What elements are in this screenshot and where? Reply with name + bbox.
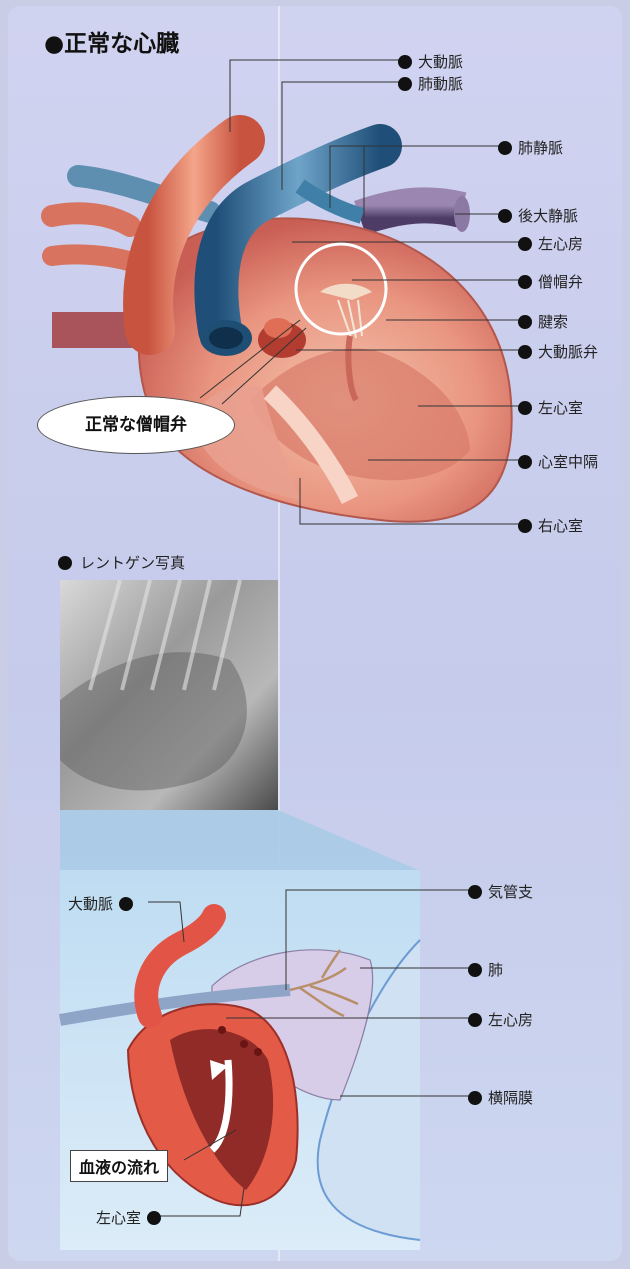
pa-branch [300, 186, 362, 216]
label-dot [498, 209, 512, 223]
xray-label-left-ventricle-text: 左心室 [96, 1209, 141, 1227]
aortic-valve-inner [264, 318, 292, 338]
xray-label-left-atrium: 左心房 [468, 1009, 533, 1030]
mitral-valve-callout: 正常な僧帽弁 [37, 396, 235, 454]
xray-label-lung-text: 肺 [488, 961, 503, 979]
label-posterior-vena-cava-text: 後大静脈 [518, 207, 578, 225]
label-pulmonary-artery-text: 肺動脈 [418, 75, 463, 93]
xray-label-aorta: 大動脈 [68, 893, 133, 914]
label-dot [518, 519, 532, 533]
label-dot [518, 237, 532, 251]
label-aortic-valve: 大動脈弁 [518, 341, 598, 362]
label-mitral-valve: 僧帽弁 [518, 271, 583, 292]
label-dot [398, 55, 412, 69]
xray-label-left-ventricle: 左心室 [96, 1207, 161, 1228]
blood-flow-label: 血液の流れ [70, 1150, 168, 1182]
zoom-projection [60, 810, 418, 870]
label-dot [518, 401, 532, 415]
label-aorta: 大動脈 [398, 51, 463, 72]
label-dot [518, 315, 532, 329]
label-dot [518, 275, 532, 289]
label-septum-text: 心室中隔 [538, 453, 598, 471]
label-dot [147, 1211, 161, 1225]
vena-cava-shape [360, 205, 462, 218]
xray-label-bronchus-text: 気管支 [488, 883, 533, 901]
label-chordae-text: 腱索 [538, 313, 568, 331]
label-septum: 心室中隔 [518, 451, 598, 472]
label-right-ventricle-text: 右心室 [538, 517, 583, 535]
label-mitral-valve-text: 僧帽弁 [538, 273, 583, 291]
label-posterior-vena-cava: 後大静脈 [498, 205, 578, 226]
xray-heading: レントゲン写真 [58, 552, 185, 573]
label-dot [119, 897, 133, 911]
label-dot [498, 141, 512, 155]
label-pulmonary-vein: 肺静脈 [498, 137, 563, 158]
label-dot [398, 77, 412, 91]
xray-label-diaphragm: 横隔膜 [468, 1087, 533, 1108]
xray-label-left-atrium-text: 左心房 [488, 1011, 533, 1029]
xray-vessel-dot-1 [218, 1026, 226, 1034]
label-pulmonary-artery: 肺動脈 [398, 73, 463, 94]
label-right-ventricle: 右心室 [518, 515, 583, 536]
xray-vessel-dot-2 [240, 1040, 248, 1048]
label-dot [468, 963, 482, 977]
label-dot [468, 1013, 482, 1027]
label-pulmonary-vein-text: 肺静脈 [518, 139, 563, 157]
xray-label-diaphragm-text: 横隔膜 [488, 1089, 533, 1107]
xray-label-bronchus: 気管支 [468, 881, 533, 902]
label-left-ventricle-text: 左心室 [538, 399, 583, 417]
xray-heading-text: レントゲン写真 [80, 554, 185, 572]
label-dot [518, 455, 532, 469]
label-aorta-text: 大動脈 [418, 53, 463, 71]
label-left-atrium-text: 左心房 [538, 235, 583, 253]
label-dot [468, 885, 482, 899]
label-dot [518, 345, 532, 359]
label-aortic-valve-text: 大動脈弁 [538, 343, 598, 361]
label-chordae: 腱索 [518, 311, 568, 332]
label-left-atrium: 左心房 [518, 233, 583, 254]
xray-label-aorta-text: 大動脈 [68, 895, 113, 913]
label-dot [468, 1091, 482, 1105]
label-left-ventricle: 左心室 [518, 397, 583, 418]
xray-label-lung: 肺 [468, 959, 503, 980]
heading-dot [58, 556, 72, 570]
xray-vessel-dot-3 [254, 1048, 262, 1056]
pa-lumen [209, 327, 243, 349]
